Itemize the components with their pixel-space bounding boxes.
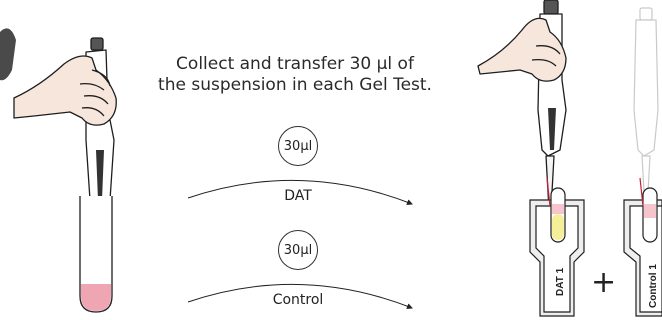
dat-volume-text: 30µl: [283, 138, 313, 154]
test-tube: [79, 196, 113, 313]
control-volume-badge: 30µl: [278, 230, 318, 270]
control-volume-text: 30µl: [283, 242, 313, 258]
control-transfer-arrow: [187, 283, 413, 309]
ghost-pipette: [633, 7, 659, 211]
control-gel-card: [623, 177, 662, 317]
dat-transfer-arrow: [187, 179, 413, 205]
caption-line-2: the suspension in each Gel Test.: [158, 75, 432, 95]
right-pipette-hand: [477, 0, 567, 211]
control-card-label: Control 1: [648, 264, 659, 308]
dark-blob-shape: [0, 28, 16, 81]
instruction-caption: Collect and transfer 30 µl of the suspen…: [125, 54, 465, 96]
control-transfer-label: Control: [272, 292, 324, 308]
dat-volume-badge: 30µl: [278, 126, 318, 166]
dat-transfer-label: DAT: [284, 188, 312, 204]
plus-sign: +: [591, 265, 617, 300]
dat-card-label: DAT 1: [555, 267, 566, 296]
caption-line-1: Collect and transfer 30 µl of: [176, 54, 414, 74]
dat-gel-card: [529, 177, 585, 317]
